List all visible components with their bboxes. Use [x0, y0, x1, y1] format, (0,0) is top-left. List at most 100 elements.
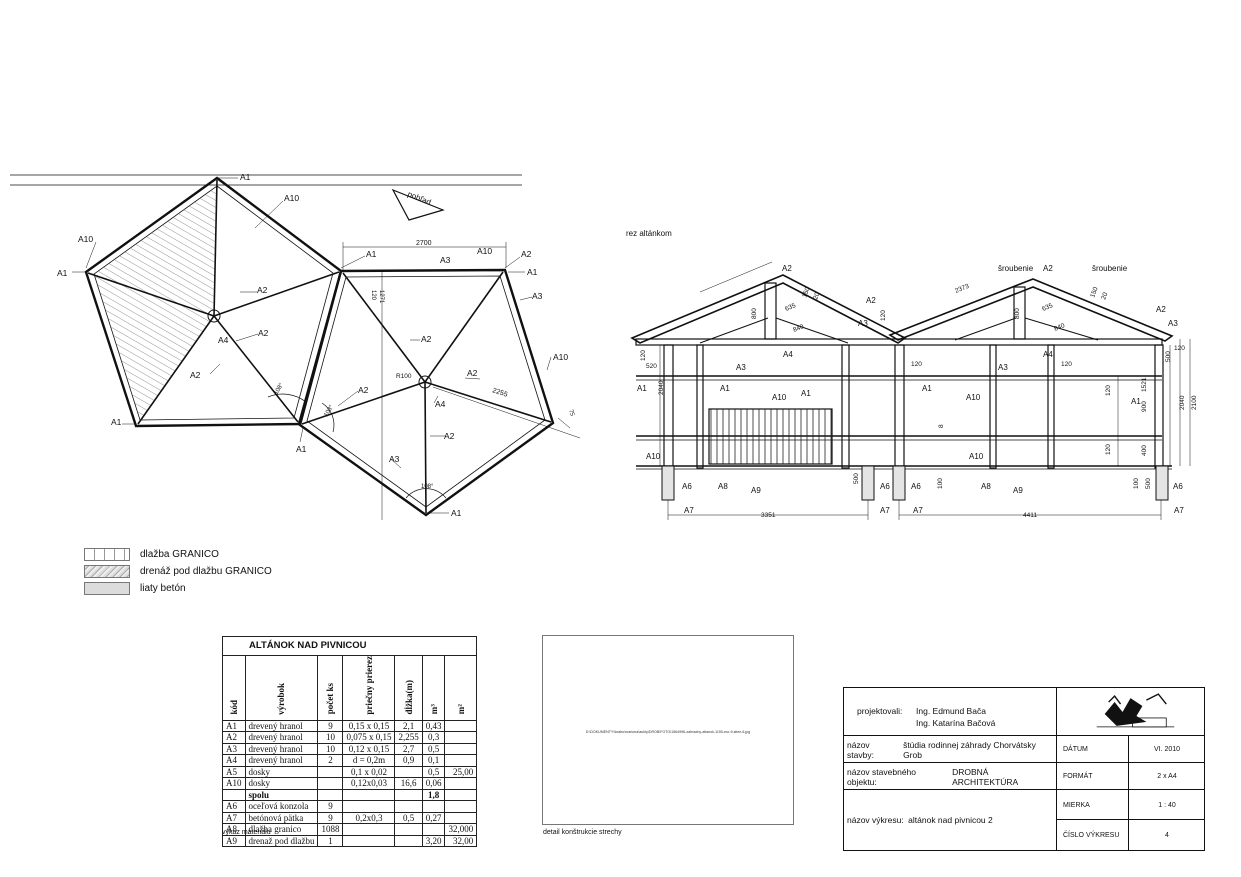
label-a9: A9 [1013, 486, 1023, 495]
table-cell: A7 [222, 811, 246, 825]
label-a10: A10 [284, 193, 299, 203]
dim-8: 8 [938, 424, 945, 428]
legend-label: liaty betón [140, 583, 186, 594]
label-a4: A4 [218, 335, 229, 345]
mierka-label-cell: MIERKA [1056, 789, 1129, 820]
table-cell: 2,7 [394, 742, 423, 756]
right-pentagon-outline [298, 268, 555, 517]
label-a7: A7 [1174, 506, 1184, 515]
column-header: dĺžka(m) [394, 655, 423, 721]
mierka-label: MIERKA [1063, 801, 1090, 809]
label-a2: A2 [467, 368, 478, 378]
label-a8: A8 [981, 482, 991, 491]
label-a1: A1 [240, 172, 251, 182]
format-value-cell: 2 x A4 [1128, 762, 1205, 790]
table-cell: spolu [244, 788, 319, 802]
objekt-label: názov stavebného objektu: [847, 766, 916, 787]
ridge-post [764, 282, 777, 340]
dim-2700: 2700 [416, 240, 432, 247]
table-cell: dosky [244, 765, 319, 779]
vykres-cell: názov výkresu: altánok nad pivnicou 2 [843, 789, 1056, 850]
label-a3: A3 [998, 363, 1008, 372]
legend-swatch-drenaz [84, 565, 130, 578]
table-cell: dosky [244, 777, 319, 790]
table-cell: 0,15 x 0,15 [342, 719, 396, 733]
dim-120: 120 [1061, 361, 1072, 368]
label-a10: A10 [553, 352, 568, 362]
legend-item: drenáž pod dlažbu GRANICO [84, 563, 272, 580]
mierka-value-cell: 1 : 40 [1128, 789, 1205, 820]
table-cell [317, 788, 344, 802]
label-a1: A1 [527, 267, 538, 277]
dim-120: 120 [911, 361, 922, 368]
projektovali-label: projektovali: [857, 706, 903, 716]
table-cell [421, 823, 446, 836]
label-a3: A3 [1168, 319, 1178, 328]
section-labels: rez altánkom A2 A2 šroubenie šroubenie A… [626, 229, 1198, 519]
table-cell: 9 [317, 811, 344, 825]
roof-detail-placeholder: D:\DOKUMENTY\\krabu\mariona\aukty\DROB\F… [542, 635, 794, 825]
table-cell: 1 [317, 834, 344, 848]
table-cell: A6 [222, 800, 246, 813]
table-cell: 16,6 [394, 777, 423, 790]
table-cell: 32,000 [444, 823, 478, 836]
label-a1: A1 [451, 508, 462, 518]
format-label: FORMÁT [1063, 773, 1093, 780]
table-cell: drevený hranol [244, 754, 319, 767]
cislo-label-cell: ČÍSLO VÝKRESU [1056, 819, 1129, 850]
table-cell: A3 [222, 742, 246, 756]
label-a2: A2 [866, 296, 876, 305]
angle-108: 108° [421, 484, 434, 490]
label-a3: A3 [389, 454, 400, 464]
label-a10: A10 [646, 452, 661, 461]
dim-120: 120 [1105, 385, 1112, 396]
angle-108: 108° [324, 404, 336, 418]
table-cell [394, 765, 423, 779]
label-a2: A2 [782, 264, 792, 273]
table-title-row: ALTÁNOK NAD PIVNICOU [221, 636, 478, 656]
right-rafters [301, 271, 552, 514]
table-cell: 0,5 [394, 811, 423, 825]
dim-100: 100 [937, 478, 944, 489]
image-path-text: D:\DOKUMENTY\\krabu\mariona\aukty\DROB\F… [585, 730, 751, 734]
label-sroubenie: šroubenie [998, 264, 1034, 273]
table-cell: 0,3 [421, 731, 446, 744]
table-cell: 0,1 [421, 754, 446, 767]
table-cell: betónová pätka [244, 811, 319, 825]
dim-635: 635 [1041, 302, 1054, 313]
label-a10: A10 [477, 246, 492, 256]
dim-500: 500 [1165, 351, 1172, 362]
view-direction-label: pohľad [406, 190, 432, 208]
view-direction-icon [391, 188, 445, 221]
label-a2: A2 [190, 370, 201, 380]
dim-100: 100 [1133, 478, 1140, 489]
label-a6: A6 [1173, 482, 1183, 491]
label-a7: A7 [684, 506, 694, 515]
author-2: Ing. Katarína Bačová [916, 718, 996, 728]
table-cell [444, 811, 478, 825]
table-cell: 0,43 [421, 719, 446, 733]
legend-swatch-beton [84, 582, 130, 595]
label-a2: A2 [358, 385, 369, 395]
dim-120: 120 [370, 290, 376, 301]
table-cell: 0,12 x 0,15 [342, 742, 396, 756]
table-cell: 25,00 [444, 765, 478, 779]
table-cell [342, 788, 396, 802]
dim-400: 400 [1141, 445, 1148, 456]
legend-item: dlažba GRANICO [84, 546, 272, 563]
dim-4411: 4411 [1023, 512, 1037, 519]
dim-2100: 2100 [1191, 395, 1198, 410]
table-cell: 0,075 x 0,15 [342, 731, 396, 744]
table-cell: 0,1 x 0,02 [342, 765, 396, 779]
label-a3: A3 [532, 291, 543, 301]
radius-r100: R100 [396, 373, 412, 380]
table-cell: 0,2x0,3 [342, 811, 396, 825]
table-cell: oceľová konzola [244, 800, 319, 813]
label-a3: A3 [858, 319, 868, 328]
table-cell: 1,8 [421, 788, 446, 802]
label-a10: A10 [78, 234, 93, 244]
